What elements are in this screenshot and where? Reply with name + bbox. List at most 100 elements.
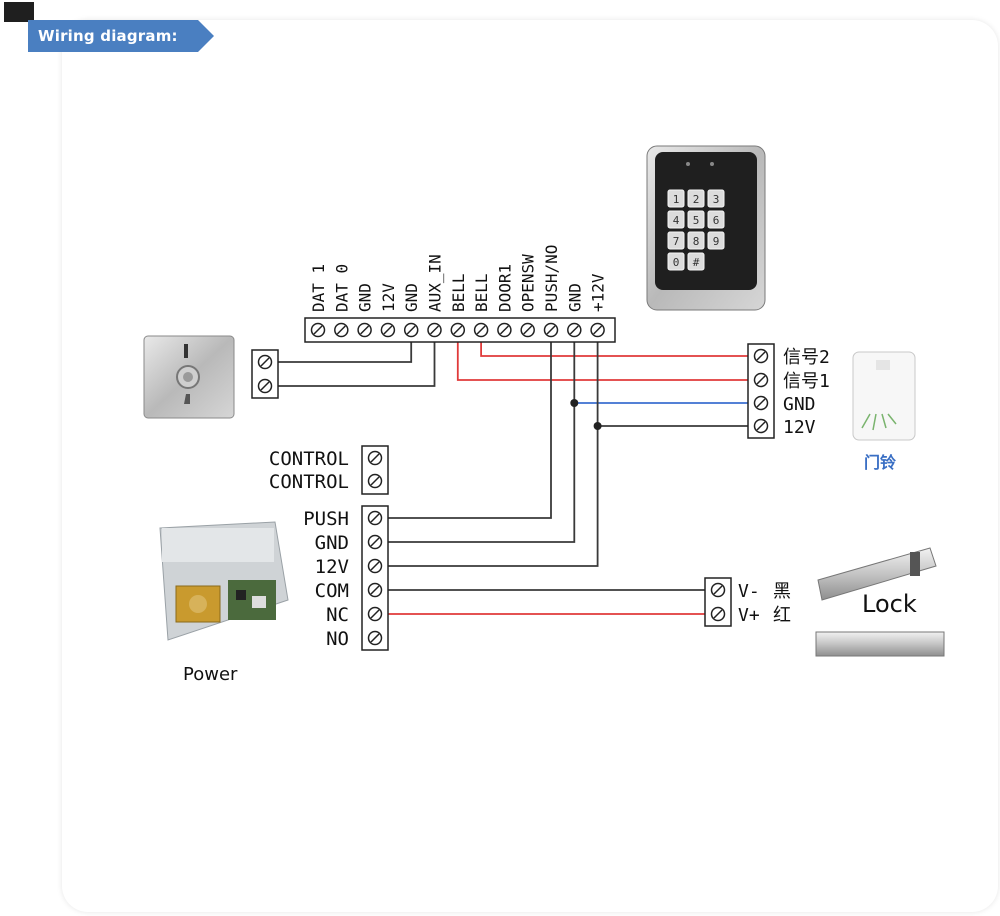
keypad-key: 8 [687, 231, 705, 250]
doorbell-terminal-label: 信号2 [783, 347, 830, 368]
keypad-key: # [687, 252, 705, 271]
controller-screw-terminal [357, 322, 372, 338]
controller-screw-terminal [497, 322, 512, 338]
svg-text:#: # [693, 256, 700, 269]
controller-screw-terminal [334, 322, 349, 338]
controller-terminal-label: PUSH/NO [542, 245, 561, 312]
power-supply-image [159, 521, 289, 641]
content-panel [62, 20, 998, 912]
power-terminal-label: NO [326, 628, 349, 650]
svg-text:0: 0 [673, 256, 680, 269]
keypad-key: 6 [707, 210, 725, 229]
keypad-key: 2 [687, 189, 705, 208]
svg-text:6: 6 [713, 214, 720, 227]
doorbell-caption: 门铃 [864, 453, 896, 472]
svg-text:5: 5 [693, 214, 700, 227]
lock-wire-color-label: 黑 [773, 581, 791, 602]
power-terminal-label: GND [315, 532, 349, 554]
doorbell-terminal-label: GND [783, 394, 816, 415]
svg-text:1: 1 [673, 193, 680, 206]
doorbell-screw-terminal [753, 372, 769, 388]
power-screw-terminal [367, 534, 383, 550]
power-terminal-label: NC [326, 604, 349, 626]
lock-screw-terminal [710, 582, 726, 598]
svg-text:2: 2 [693, 193, 700, 206]
controller-terminal-label: DAT 1 [309, 264, 328, 312]
keypad-key: 7 [667, 231, 685, 250]
controller-screw-terminal [450, 322, 466, 338]
wire-bell-signal2 [480, 342, 748, 357]
wire-exit-aux [278, 342, 436, 387]
controller-screw-terminal [543, 322, 559, 338]
keypad-key: 3 [707, 189, 725, 208]
lock-caption: Lock [862, 590, 917, 618]
controller-terminal-label: DOOR1 [495, 264, 514, 312]
lock-terminal-label: V- [738, 581, 760, 602]
banner-corner [4, 2, 34, 22]
power-terminal-label: 12V [315, 556, 349, 578]
power-terminal-label: PUSH [303, 508, 349, 530]
keypad-key: 0 [667, 252, 685, 271]
wire-12v [388, 342, 599, 567]
controller-screw-terminal [380, 322, 396, 338]
doorbell-screw-terminal [753, 418, 769, 434]
controller-terminal-label: GND [356, 283, 375, 312]
controller-terminal-label: +12V [589, 273, 608, 312]
power-caption: Power [183, 664, 238, 685]
power-terminal-label: COM [315, 580, 349, 602]
svg-text:3: 3 [713, 193, 720, 206]
power-screw-terminal [367, 606, 383, 622]
power-screw-terminal [367, 630, 383, 646]
controller-screw-terminal [427, 322, 442, 338]
wire-junction-12v [593, 422, 602, 430]
doorbell-terminal-label: 12V [783, 417, 816, 438]
svg-text:7: 7 [673, 235, 680, 248]
keypad-key: 1 [667, 189, 685, 208]
controller-terminal-label: BELL [472, 273, 491, 312]
controller-terminal-label: AUX_IN [426, 254, 445, 312]
lock-image [815, 547, 945, 657]
lock-wire-color-label: 红 [773, 605, 791, 626]
wire-push [388, 342, 552, 519]
control-screw-terminal [367, 450, 383, 466]
svg-text:9: 9 [713, 235, 720, 248]
banner-arrow [28, 20, 214, 52]
power-terminal-block [361, 505, 389, 651]
control-screw-terminal [367, 473, 383, 489]
controller-screw-terminal [403, 322, 419, 338]
terminal-blocks [251, 317, 775, 651]
controller-screw-terminal [590, 322, 605, 338]
controller-screw-terminal [520, 322, 535, 338]
controller-screw-terminal [567, 322, 582, 338]
wire-junction-gnd [570, 399, 579, 407]
doorbell-terminal-label: 信号1 [783, 371, 830, 392]
wire-exit-gnd [278, 342, 413, 363]
controller-terminal-label: 12V [379, 283, 398, 312]
keypad-key: 9 [707, 231, 725, 250]
lock-terminal-label: V+ [738, 605, 760, 626]
lock-screw-terminal [710, 606, 726, 622]
doorbell-image [852, 351, 916, 441]
controller-terminal-label: OPENSW [519, 254, 538, 312]
control-terminal-label: CONTROL [269, 448, 349, 470]
controller-terminal-label: BELL [449, 273, 468, 312]
controller-screw-terminal [310, 322, 326, 338]
doorbell-screw-terminal [753, 395, 769, 411]
controller-terminal-label: GND [402, 283, 421, 312]
control-terminal-label: CONTROL [269, 471, 349, 493]
exit-button-image [143, 335, 235, 419]
banner-title: Wiring diagram: [38, 27, 178, 45]
exit-button-screw-terminal [257, 354, 273, 370]
controller-terminal-label: DAT 0 [332, 264, 351, 312]
power-screw-terminal [367, 558, 383, 574]
power-screw-terminal [367, 510, 383, 526]
svg-text:8: 8 [693, 235, 700, 248]
controller-terminal-label: GND [565, 283, 584, 312]
exit-button-screw-terminal [257, 378, 273, 394]
keypad-key: 5 [687, 210, 705, 229]
power-screw-terminal [367, 582, 383, 598]
